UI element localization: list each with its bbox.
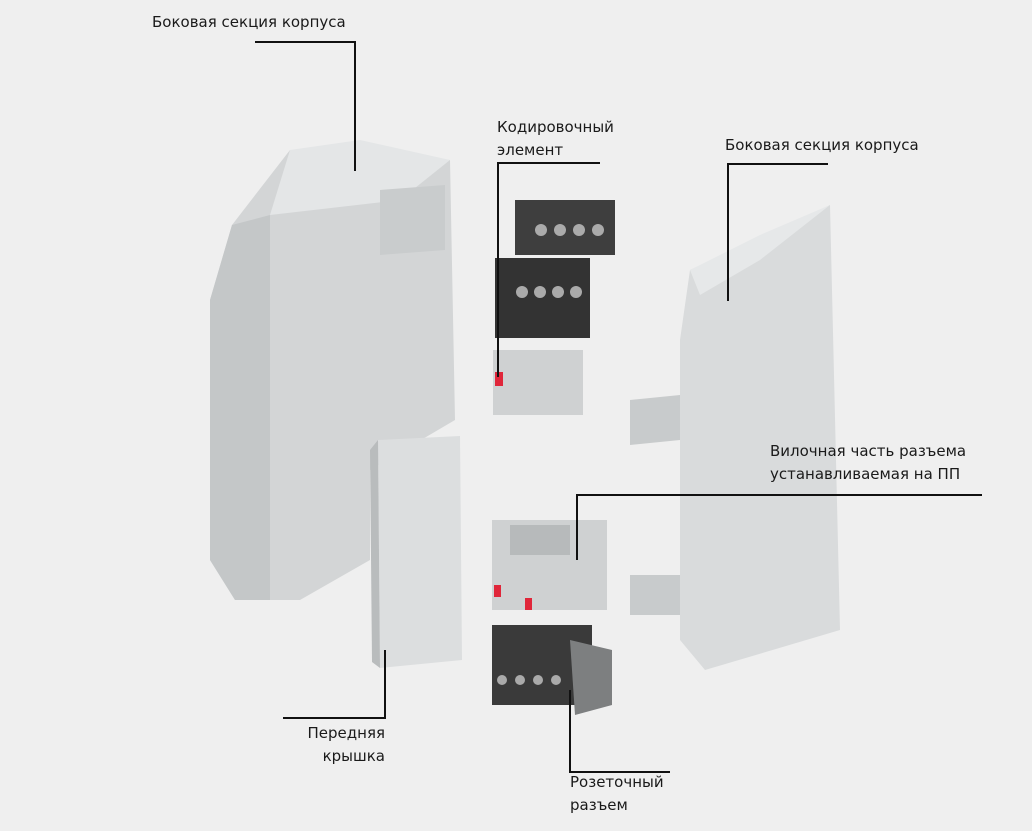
coding-element bbox=[495, 372, 503, 386]
leader-line bbox=[384, 650, 386, 719]
label-line: устанавливаемая на ПП bbox=[770, 465, 961, 483]
label-line: элемент bbox=[497, 141, 564, 159]
label-pcb-plug: Вилочная часть разъема устанавливаемая н… bbox=[770, 440, 966, 486]
label-front-cover: Передняя крышка bbox=[285, 722, 385, 768]
leader-line bbox=[354, 41, 356, 171]
leader-line bbox=[727, 163, 828, 165]
label-line: крышка bbox=[322, 747, 385, 765]
label-socket: Розеточный разъем bbox=[570, 771, 664, 817]
right-side-housing bbox=[630, 205, 840, 670]
label-line: Кодировочный bbox=[497, 118, 614, 136]
leader-line bbox=[255, 41, 355, 43]
left-side-housing bbox=[210, 140, 455, 600]
leader-line bbox=[283, 717, 386, 719]
label-line: Вилочная часть разъема bbox=[770, 442, 967, 460]
label-line: Передняя bbox=[307, 724, 385, 742]
socket-connector bbox=[492, 625, 612, 715]
label-coding-element: Кодировочный элемент bbox=[497, 116, 614, 162]
leader-line bbox=[727, 163, 729, 301]
pcb-plug bbox=[492, 520, 607, 610]
label-line: Розеточный bbox=[570, 773, 664, 791]
leader-line bbox=[576, 494, 578, 560]
leader-line bbox=[569, 690, 571, 773]
label-side-section-right: Боковая секция корпуса bbox=[725, 136, 919, 154]
front-cover bbox=[370, 436, 462, 668]
top-connector-assembly bbox=[493, 200, 615, 415]
label-line: разъем bbox=[570, 796, 628, 814]
leader-line bbox=[569, 771, 670, 773]
leader-line bbox=[497, 162, 600, 164]
label-side-section-left: Боковая секция корпуса bbox=[152, 13, 346, 31]
leader-line bbox=[576, 494, 982, 496]
leader-line bbox=[497, 162, 499, 377]
